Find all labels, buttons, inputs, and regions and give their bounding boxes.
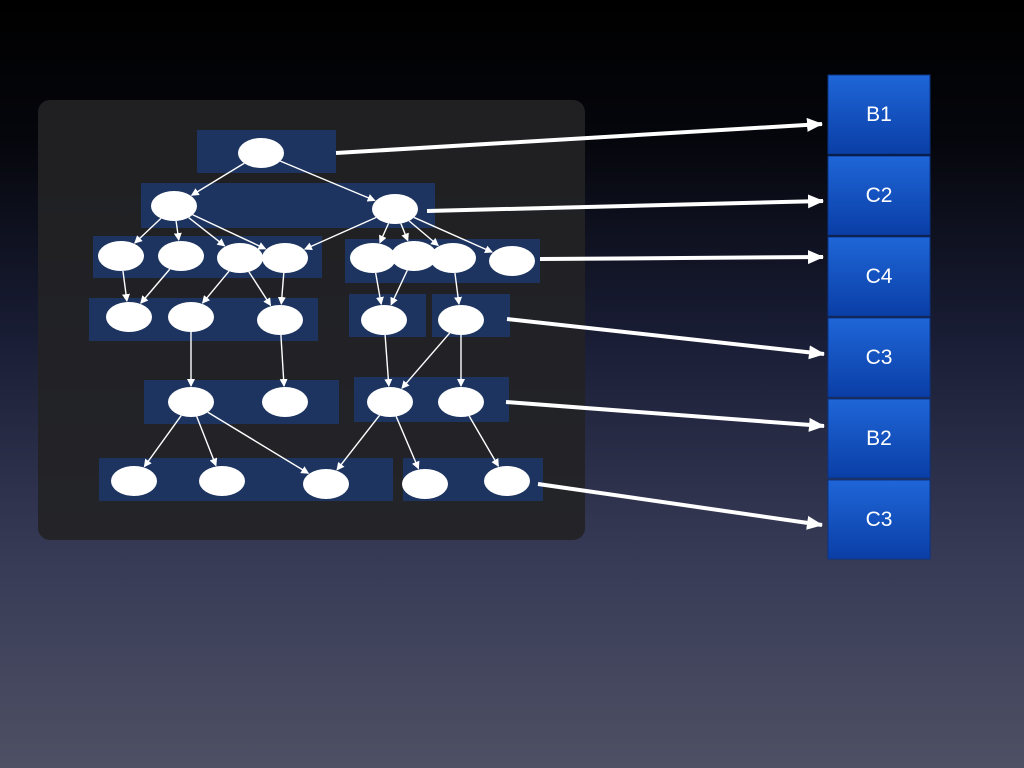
graph-node	[199, 466, 245, 496]
stack-cell-label: C3	[866, 508, 893, 531]
stack-cell-box	[827, 479, 931, 560]
graph-node	[168, 387, 214, 417]
graph-edge	[336, 414, 381, 471]
stack-cell: C3	[827, 317, 931, 398]
graph-edge	[468, 415, 499, 467]
graph-node	[217, 243, 263, 273]
stack-cell-label: C4	[866, 265, 893, 288]
graph-edge	[279, 334, 288, 388]
graph-node	[430, 243, 476, 273]
mapping-arrow	[335, 117, 823, 155]
graph-edge	[143, 415, 182, 468]
graph-node	[106, 302, 152, 332]
graph-node	[158, 241, 204, 271]
graph-node	[151, 191, 197, 221]
graph-edge	[413, 216, 493, 253]
mapping-arrows	[335, 117, 825, 530]
stack-cell-box	[827, 317, 931, 398]
graph-node	[262, 387, 308, 417]
graph-edge	[390, 270, 408, 306]
graph-edge	[401, 332, 451, 389]
graph-node	[391, 241, 437, 271]
mapping-arrow	[506, 317, 825, 360]
mapping-arrow	[505, 400, 825, 432]
graph-node	[484, 466, 530, 496]
graph-edge	[196, 416, 218, 467]
graph-edge	[207, 411, 310, 474]
graph-node	[98, 241, 144, 271]
graph-edge	[192, 214, 267, 250]
graph-edge	[379, 223, 390, 244]
stack-cell: C3	[827, 479, 931, 560]
stack-cell-box	[827, 74, 931, 155]
stack-cell-label: C2	[866, 184, 893, 207]
graph-edge	[201, 270, 230, 304]
graph-node	[257, 305, 303, 335]
stack-cell: C4	[827, 236, 931, 317]
graph-node	[111, 466, 157, 496]
graph-node	[361, 305, 407, 335]
graph-edge	[248, 271, 272, 307]
graph-edge	[277, 272, 286, 306]
graph-node	[350, 243, 396, 273]
graph-node	[402, 469, 448, 499]
graph-edge	[384, 334, 393, 388]
stack-cell: B2	[827, 398, 931, 479]
graph-node	[438, 387, 484, 417]
graph-node	[489, 246, 535, 276]
mapping-arrow	[539, 250, 824, 265]
graph-edge	[303, 216, 377, 250]
graph-edge	[173, 220, 182, 242]
graph-edge	[395, 416, 420, 470]
mapping-arrow	[537, 482, 823, 530]
stack-cell-label: C3	[866, 346, 893, 369]
graph-edge	[280, 160, 376, 202]
graph-edge	[140, 268, 171, 304]
graph-node	[303, 469, 349, 499]
graph-node	[238, 138, 284, 168]
graph-edge	[454, 272, 463, 306]
graph-edge	[188, 217, 226, 247]
mapping-arrow	[426, 194, 824, 213]
graph-node	[438, 305, 484, 335]
graph-node	[367, 387, 413, 417]
stack-cell: C2	[827, 155, 931, 236]
graph-edge	[122, 270, 130, 303]
stack-cell-box	[827, 398, 931, 479]
stack-cell-box	[827, 236, 931, 317]
stack-cell-label: B1	[866, 103, 892, 126]
graph-nodes	[98, 138, 535, 499]
graph-node	[262, 243, 308, 273]
graph-edge	[374, 272, 384, 306]
graph-node	[168, 302, 214, 332]
graph-edge	[400, 223, 409, 242]
stack-cell-label: B2	[866, 427, 892, 450]
graph-edge	[134, 217, 162, 244]
graph-node	[372, 194, 418, 224]
graph-edges	[122, 160, 499, 474]
graph-edge	[408, 220, 439, 247]
graph-edge	[190, 162, 245, 196]
stack-cell-box	[827, 155, 931, 236]
stack-cell: B1	[827, 74, 931, 155]
